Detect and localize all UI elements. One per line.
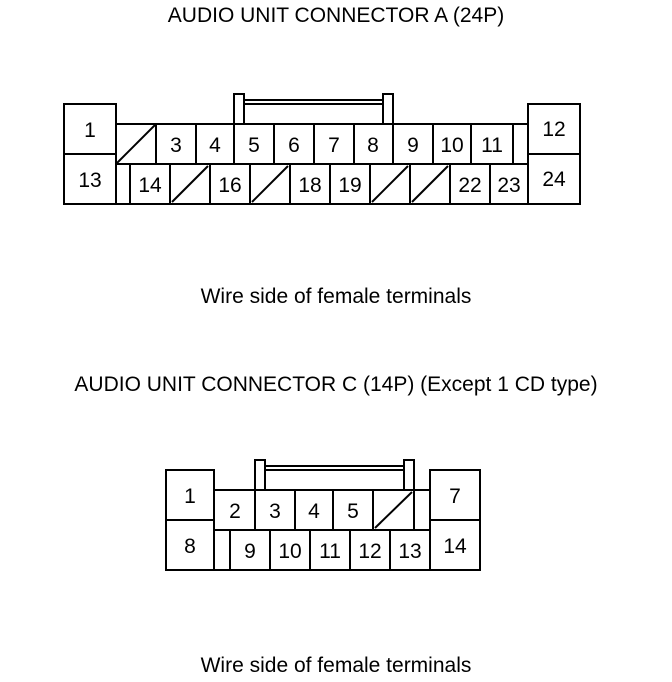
connector-c-title: AUDIO UNIT CONNECTOR C (14P) (Except 1 C… [74,373,598,396]
connector-a-unused-slot-15 [171,165,209,203]
connector-c-pin-left-bottom: 8 [184,535,196,558]
connector-a-pin: 5 [248,134,260,157]
connector-a-pin: 11 [481,134,503,157]
connector-a-pin-right-top: 12 [542,118,565,141]
connector-a-pin: 22 [458,174,481,197]
connector-c-caption: Wire side of female terminals [200,654,472,677]
connector-a-unused-slot-20 [371,165,409,203]
connector-c-pin-right-top: 7 [449,485,461,508]
connector-a-pin: 4 [209,134,221,157]
connector-a-pin: 3 [170,134,182,157]
connector-a-pin-left-bottom: 13 [78,169,101,192]
connector-a-pin: 14 [138,174,162,197]
connector-c-pin: 11 [319,540,341,563]
connector-c-lock-post-right [403,459,415,491]
connector-c-pin: 10 [278,540,301,563]
connector-a-unused-slot-17 [251,165,289,203]
connector-a-pin-left-top: 1 [84,119,96,142]
connector-c-pin: 4 [308,500,320,523]
connector-a-unused-slot-21 [411,165,449,203]
connector-c-pin: 13 [398,540,421,563]
connector-a-caption: Wire side of female terminals [200,285,472,308]
connector-c-pin-left-top: 1 [184,485,196,508]
connector-a-pin: 18 [298,174,321,197]
connector-c-unused-slot-6 [374,491,413,529]
connector-c-pin: 9 [244,540,256,563]
connector-a-pin: 8 [367,134,379,157]
connector-a-pin: 19 [338,174,361,197]
connector-a-pin: 7 [328,134,340,157]
connector-a-unused-slot-2 [115,123,157,165]
connector-a-diagram: 1 13 12 24 3 4 5 6 7 8 9 10 11 14 16 18 … [63,93,581,205]
connector-a-pin-right-bottom: 24 [542,168,566,191]
connector-a-title: AUDIO UNIT CONNECTOR A (24P) [167,4,505,27]
connector-a-pin: 9 [407,134,419,157]
connector-a-pin: 16 [218,174,241,197]
connector-c-pin: 3 [269,500,281,523]
connector-c-lock-post-left [254,459,266,491]
connector-c-pin: 2 [229,500,241,523]
connector-c-pin-right-bottom: 14 [443,535,467,558]
connector-a-pin: 10 [440,134,463,157]
connector-a-pin: 23 [497,174,520,197]
connector-c-pin: 5 [347,500,359,523]
connector-a-pin: 6 [288,134,300,157]
connector-c-pin: 12 [358,540,381,563]
